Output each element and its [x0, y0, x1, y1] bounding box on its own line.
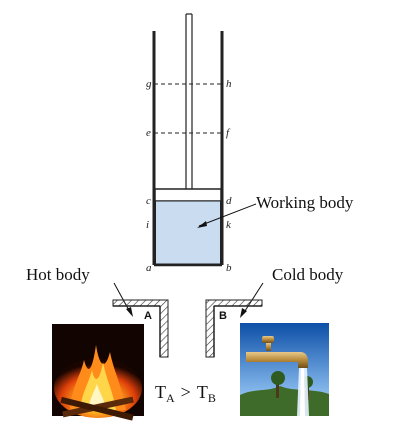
working-fluid	[155, 200, 221, 265]
point-label-k: k	[226, 219, 232, 231]
cold-body-arrowhead	[240, 308, 247, 318]
point-label-g: g	[146, 78, 152, 90]
point-label-d: d	[226, 195, 232, 207]
working-body-label: Working body	[256, 193, 354, 212]
temperature-condition: TA>TB	[155, 382, 216, 405]
temp-symbol-a: T	[155, 382, 166, 402]
reservoir-b	[205, 299, 263, 358]
piston-rod	[185, 13, 193, 189]
piston-head	[154, 188, 222, 202]
reservoir-a-label: A	[144, 310, 152, 322]
point-label-a: a	[146, 262, 152, 274]
hot-body-label: Hot body	[26, 265, 90, 284]
working-body-arrowhead	[197, 221, 207, 228]
water-tap-photo	[240, 323, 329, 416]
reservoir-a	[112, 299, 169, 358]
cold-body-arrow	[242, 282, 264, 315]
temp-subscript-b: B	[208, 391, 216, 405]
point-label-b: b	[226, 262, 232, 274]
working-body-arrow	[198, 203, 257, 227]
point-label-i: i	[146, 219, 149, 231]
point-label-f: f	[226, 127, 231, 139]
temp-subscript-a: A	[166, 391, 175, 405]
point-label-h: h	[226, 78, 232, 90]
cylinder	[152, 31, 224, 267]
fire-photo	[52, 324, 144, 421]
cold-body-label: Cold body	[272, 265, 344, 284]
temp-symbol-b: T	[197, 382, 208, 402]
greater-than-symbol: >	[181, 382, 191, 402]
point-label-e: e	[146, 127, 151, 139]
reservoir-b-label: B	[219, 310, 227, 322]
point-label-c: c	[146, 195, 151, 207]
hot-body-arrowhead	[126, 307, 133, 317]
